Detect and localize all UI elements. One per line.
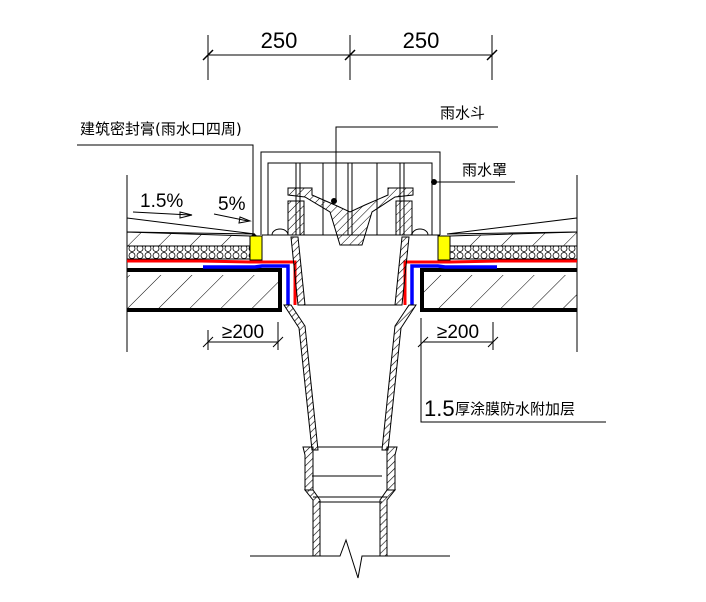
drain-bucket-leader bbox=[335, 126, 498, 201]
sealant-right bbox=[437, 235, 451, 261]
slope-arrow-roof bbox=[132, 211, 193, 219]
dim-top-right: 250 bbox=[403, 28, 440, 53]
membrane-leader bbox=[420, 318, 606, 423]
right-roof-layers bbox=[420, 217, 578, 312]
drain-pipe bbox=[250, 304, 450, 579]
left-roof-layers bbox=[126, 217, 282, 312]
dim-bottom-left: ≥200 bbox=[222, 322, 264, 343]
slope-arrow-drain bbox=[213, 213, 252, 224]
membrane-label: 厚涂膜防水附加层 bbox=[455, 400, 575, 418]
dim-bottom-right: ≥200 bbox=[437, 322, 479, 343]
dim-top-left: 250 bbox=[261, 28, 298, 53]
bottom-dimension-right bbox=[417, 322, 499, 350]
membrane-blue-left bbox=[203, 264, 290, 305]
drain-bucket-label: 雨水斗 bbox=[440, 104, 485, 122]
drain-cover-label: 雨水罩 bbox=[462, 161, 507, 179]
bottom-dimension-left bbox=[202, 322, 284, 350]
sealant-leader bbox=[77, 144, 254, 236]
membrane-blue-right bbox=[410, 264, 497, 305]
top-dimension bbox=[202, 35, 498, 80]
sealant-label: 建筑密封膏(雨水口四周) bbox=[80, 120, 242, 138]
slope-drain: 5% bbox=[218, 194, 246, 215]
slope-roof: 1.5% bbox=[140, 191, 183, 212]
membrane-thickness: 1.5 bbox=[424, 396, 455, 421]
drain-bucket bbox=[271, 187, 429, 306]
drain-bucket-leader-dot bbox=[331, 198, 337, 204]
sealant-left bbox=[249, 235, 263, 261]
